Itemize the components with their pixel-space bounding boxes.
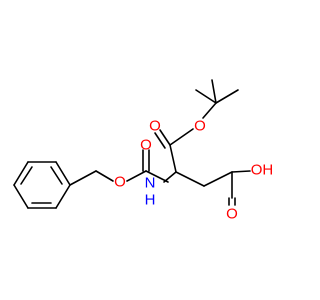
benzene-ring	[13, 161, 71, 209]
carbamate-chain	[69, 149, 169, 186]
ester-carbonyl-oxygen-label: O	[149, 118, 161, 135]
nitrogen-label: N	[145, 175, 156, 192]
ester-oxygen-label: O	[194, 118, 206, 135]
molecule-structure: O O O O N H OH O	[13, 79, 274, 223]
acid-carbonyl-oxygen-label: O	[226, 206, 238, 223]
backbone	[154, 79, 251, 206]
acid-hydroxyl-label: OH	[251, 162, 274, 179]
carbamate-oxygen-label: O	[114, 174, 126, 191]
carbamate-carbonyl-oxygen-label: O	[140, 137, 152, 154]
nitrogen-hydrogen-label: H	[145, 192, 156, 209]
